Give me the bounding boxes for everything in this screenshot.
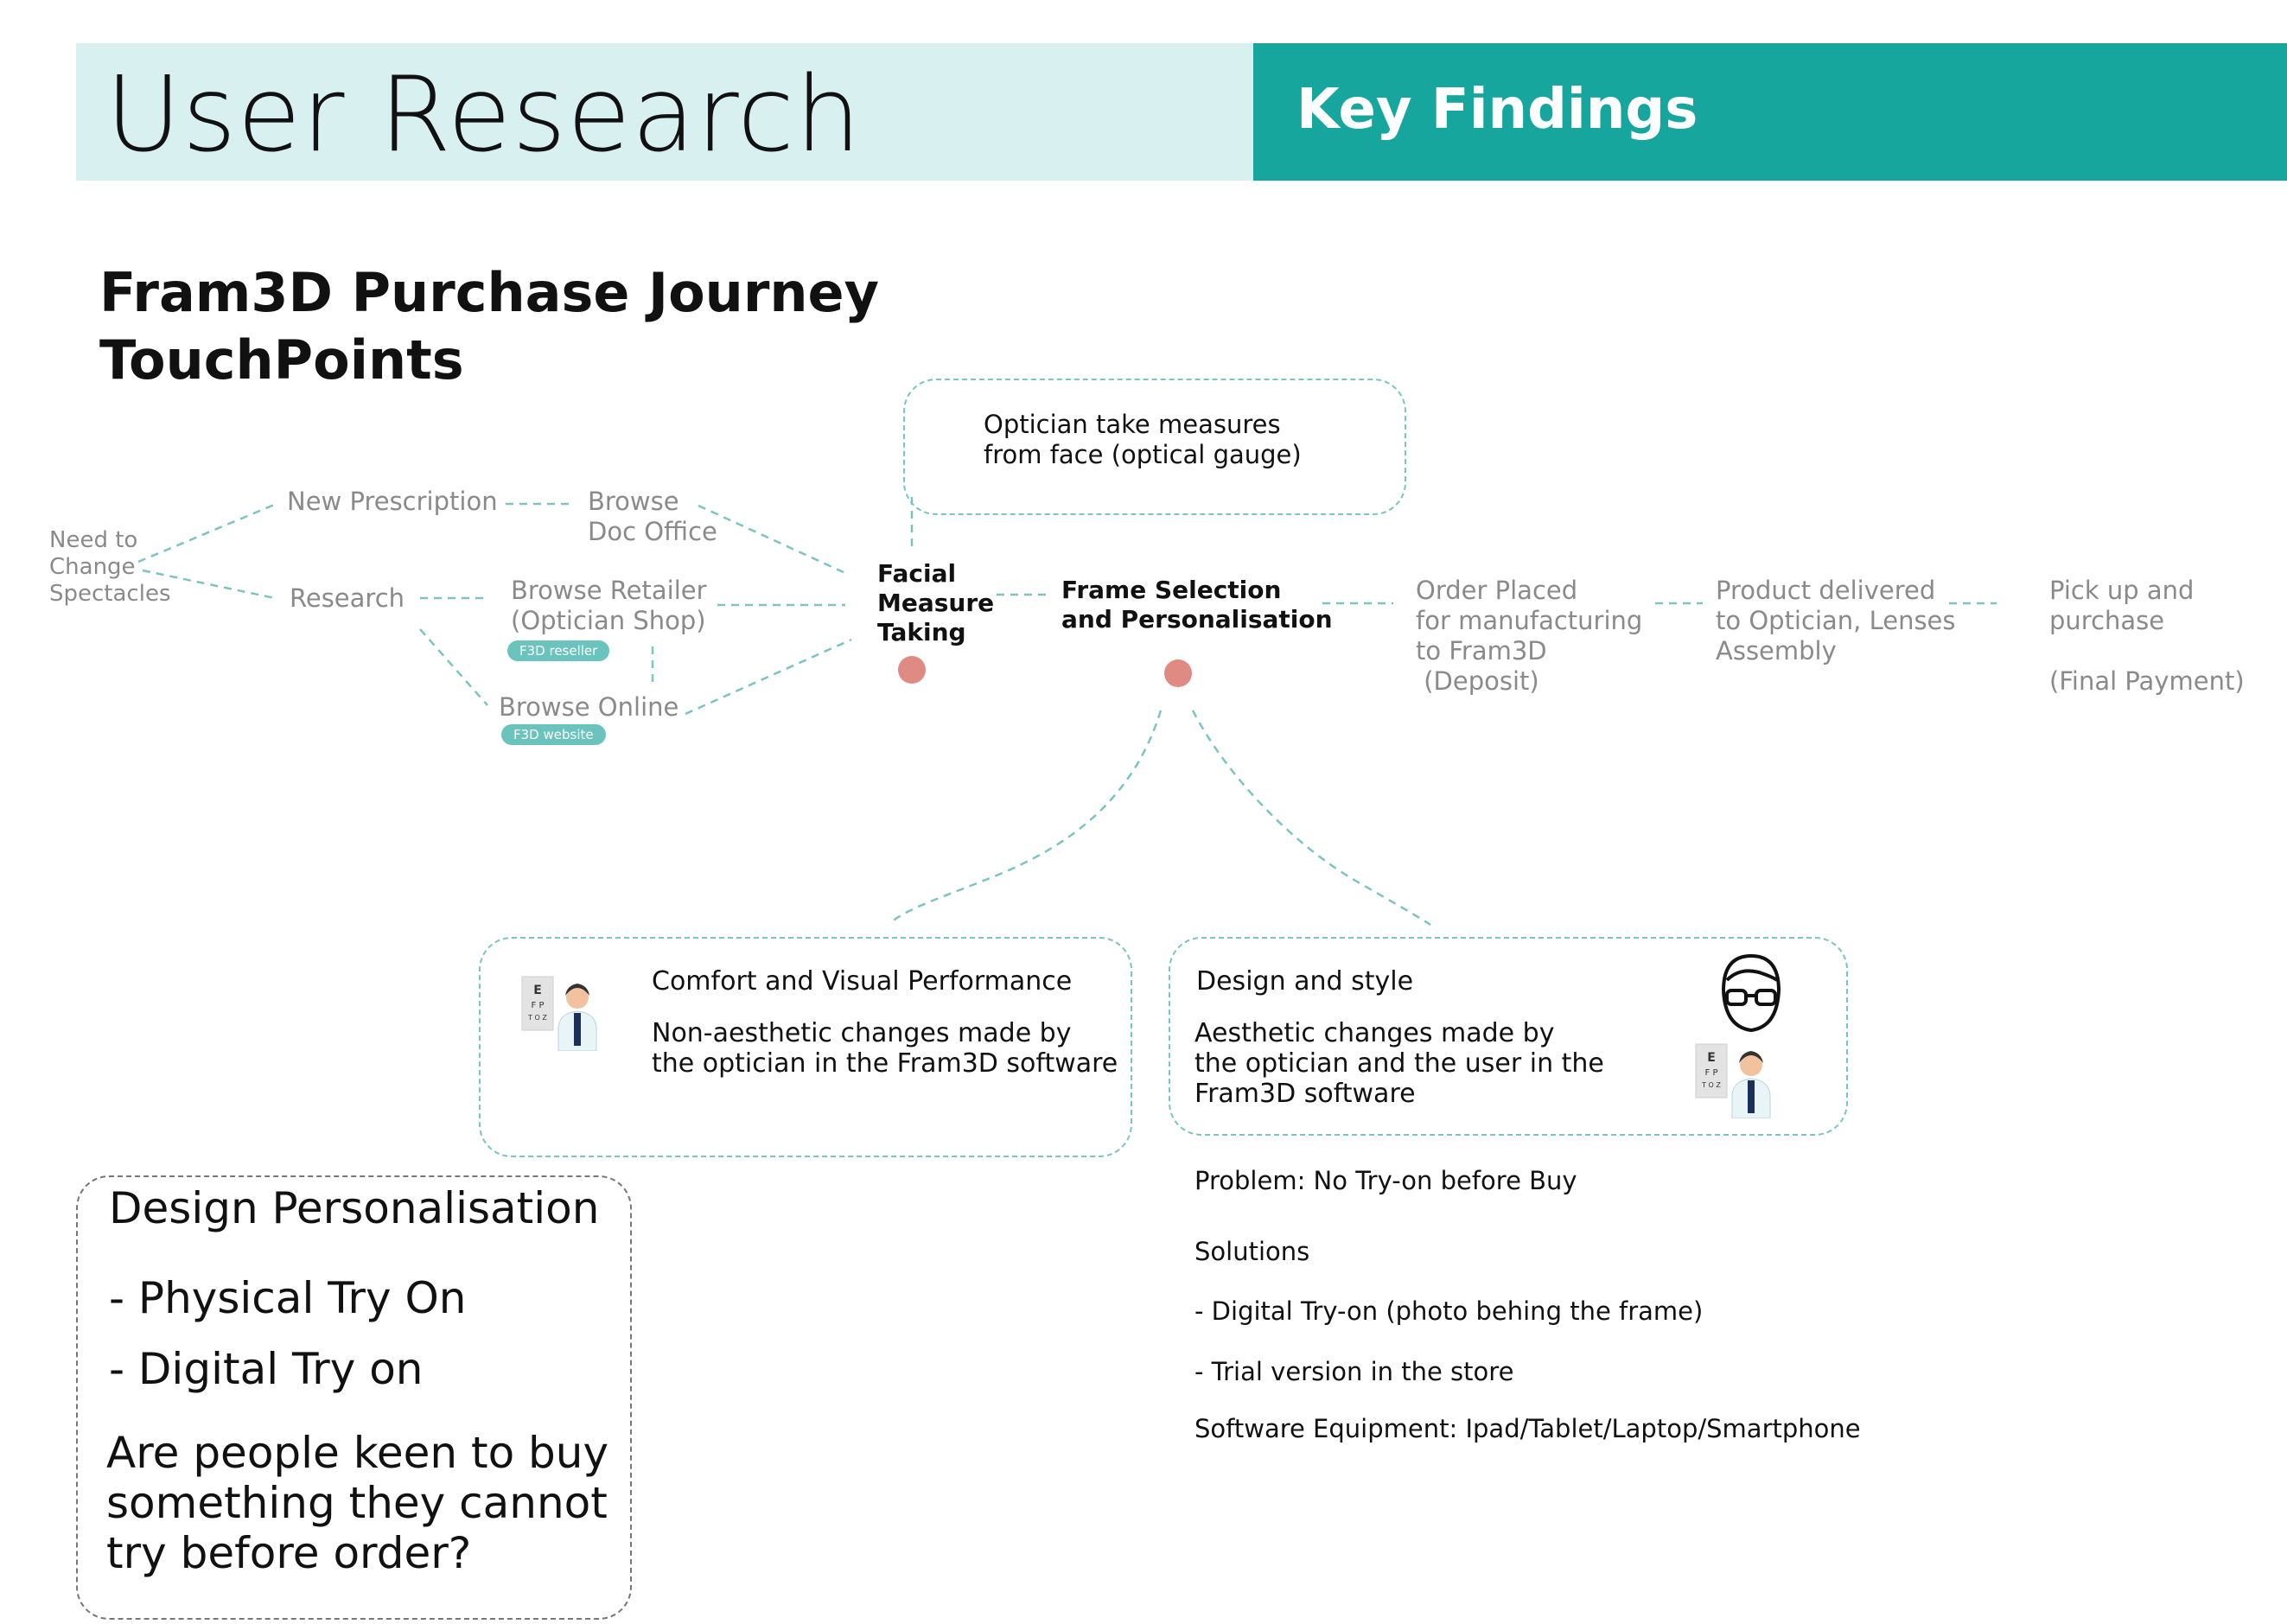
design-personalisation-title: Design Personalisation [109, 1183, 600, 1233]
comfort-box [479, 937, 1132, 1157]
node-order-placed: Order Placed for manufacturing to Fram3D… [1416, 576, 1643, 696]
optician-eye-chart-icon: E F P T O Z [521, 976, 597, 1051]
svg-text:T O Z: T O Z [527, 1014, 547, 1022]
personalisation-item-physical: - Physical Try On [109, 1273, 467, 1323]
svg-text:F P: F P [532, 1001, 545, 1010]
header-title-panel [76, 43, 1253, 181]
diagram-title: Fram3D Purchase Journey TouchPoints [99, 261, 879, 392]
solutions-label: Solutions [1194, 1237, 1310, 1266]
page-title: User Research [105, 55, 863, 175]
node-frame-selection: Frame Selection and Personalisation [1061, 576, 1333, 634]
design-box [1169, 937, 1848, 1136]
comfort-title: Comfort and Visual Performance [652, 966, 1073, 997]
svg-text:F P: F P [1705, 1068, 1718, 1078]
badge-f3d-reseller: F3D reseller [507, 640, 610, 661]
connector-need-prescription [137, 501, 279, 564]
optician-eye-chart-icon: E F P T O Z [1695, 1043, 1771, 1118]
software-equipment-note: Software Equipment: Ipad/Tablet/Laptop/S… [1194, 1414, 1861, 1443]
node-need-to-change: Need to Change Spectacles [49, 527, 171, 607]
design-title: Design and style [1196, 966, 1414, 997]
design-body: Aesthetic changes made by the optician a… [1194, 1018, 1604, 1109]
svg-text:E: E [1707, 1051, 1716, 1065]
svg-text:E: E [533, 984, 542, 997]
badge-f3d-website: F3D website [501, 724, 606, 745]
node-facial-measure: Facial Measure Taking [877, 559, 995, 646]
connector-online-facial [685, 638, 852, 716]
optician-measure-box [903, 379, 1406, 515]
node-browse-online: Browse Online [499, 692, 679, 722]
header-section-panel [1253, 43, 2287, 181]
node-research: Research [290, 583, 405, 613]
problem-note: Problem: No Try-on before Buy [1194, 1166, 1577, 1195]
node-pickup: Pick up and purchase (Final Payment) [2049, 576, 2245, 696]
node-browse-retailer: Browse Retailer (Optician Shop) [511, 576, 707, 635]
node-product-delivered: Product delivered to Optician, Lenses As… [1716, 576, 1956, 666]
personalisation-item-digital: - Digital Try on [109, 1344, 424, 1394]
connector-doc-facial [698, 504, 846, 575]
comfort-body: Non-aesthetic changes made by the optici… [652, 1018, 1118, 1079]
section-label: Key Findings [1296, 78, 1698, 142]
connector-frame-design [1191, 710, 1431, 927]
connector-frame-comfort [889, 710, 1163, 924]
face-with-glasses-icon [1722, 954, 1781, 1032]
design-personalisation-box [76, 1175, 632, 1620]
facial-marker [898, 656, 926, 684]
svg-text:T O Z: T O Z [1701, 1081, 1721, 1089]
node-browse-doc-office: Browse Doc Office [588, 487, 717, 546]
connector-research-online [419, 628, 488, 706]
connector-need-research [142, 569, 276, 600]
personalisation-question: Are people keen to buy something they ca… [106, 1428, 609, 1578]
node-new-prescription: New Prescription [287, 487, 498, 516]
solution-trial: - Trial version in the store [1194, 1357, 1514, 1386]
optician-measure-text: Optician take measures from face (optica… [984, 410, 1302, 469]
frame-marker [1164, 659, 1192, 687]
solution-digital: - Digital Try-on (photo behing the frame… [1194, 1296, 1704, 1326]
